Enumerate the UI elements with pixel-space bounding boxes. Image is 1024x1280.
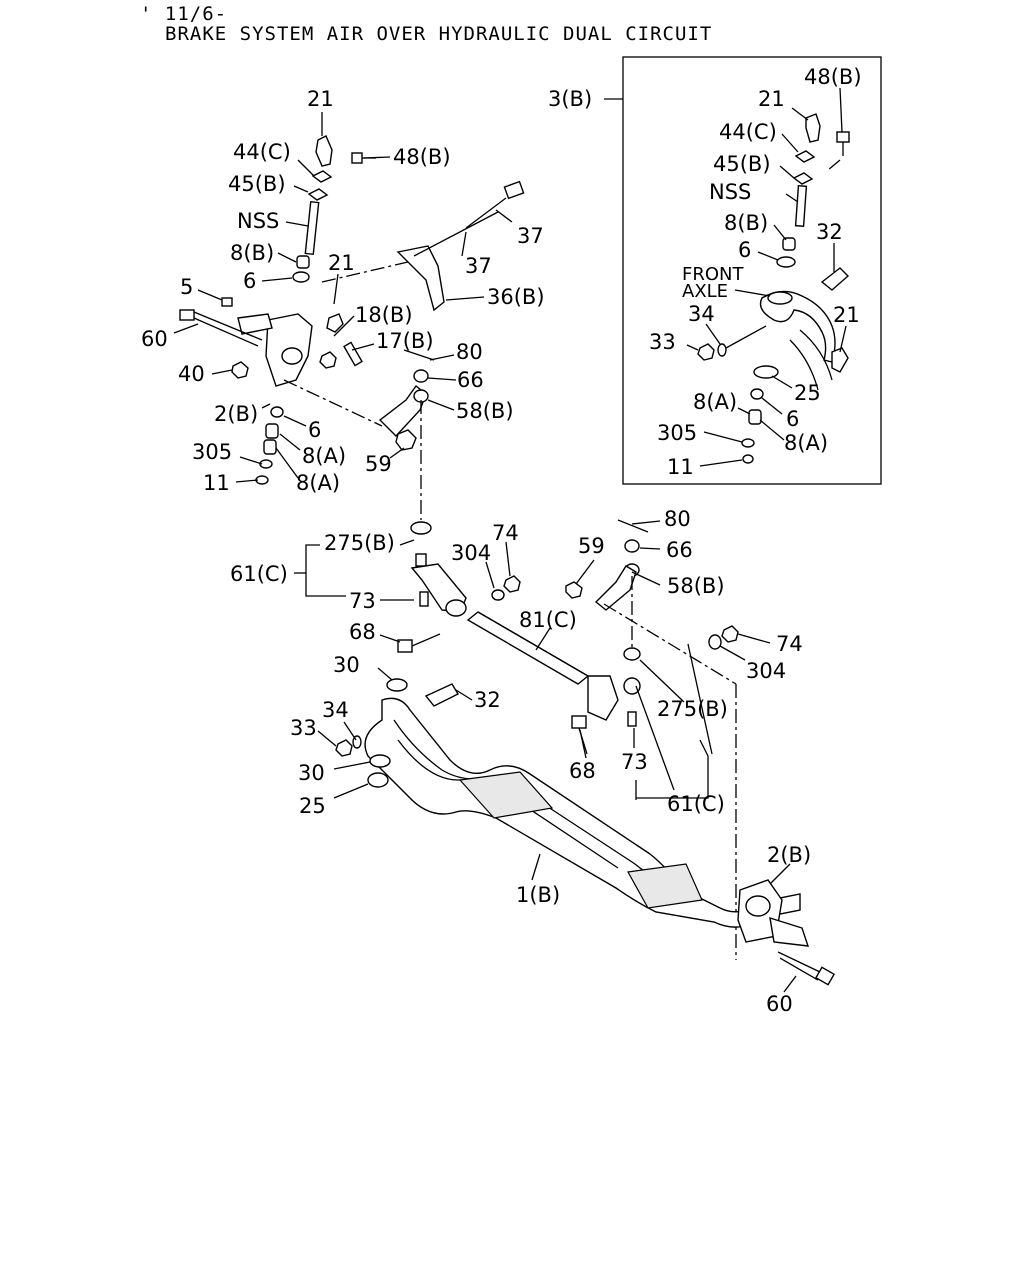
callout-45b: 45(B) <box>228 172 286 196</box>
callout-44c: 44(C) <box>233 140 291 164</box>
callout-nss: NSS <box>237 209 279 233</box>
diagram-title: BRAKE SYSTEM AIR OVER HYDRAULIC DUAL CIR… <box>165 23 712 45</box>
callout-58b-right: 58(B) <box>667 574 725 598</box>
callout-59-right: 59 <box>578 534 605 558</box>
callout-66-top: 66 <box>457 368 484 392</box>
callout-304-left: 304 <box>451 541 491 565</box>
callout-2b-top: 2(B) <box>214 402 258 426</box>
inset-callout-8a-lower: 8(A) <box>784 431 828 455</box>
inset-callout-nss: NSS <box>709 180 751 204</box>
inset-callout-11: 11 <box>667 455 694 479</box>
callout-48b: 48(B) <box>393 145 451 169</box>
callout-6-upper: 6 <box>243 269 256 293</box>
inset-callout-6-upper: 6 <box>738 238 751 262</box>
callout-11: 11 <box>203 471 230 495</box>
inset-parts-drawing <box>697 113 850 464</box>
inset-callout-21-upper: 21 <box>758 87 785 111</box>
inset-callout-48b: 48(B) <box>804 65 862 89</box>
callout-80-right: 80 <box>664 507 691 531</box>
inset-callout-45b: 45(B) <box>713 152 771 176</box>
callout-17b: 17(B) <box>376 329 434 353</box>
inset-callout-32: 32 <box>816 220 843 244</box>
callout-18b: 18(B) <box>355 303 413 327</box>
inset-callout-34: 34 <box>688 302 715 326</box>
callout-60-top: 60 <box>141 327 168 351</box>
inset-note-front: FRONT <box>682 264 744 285</box>
callout-6-lower: 6 <box>308 418 321 442</box>
callout-73-left: 73 <box>349 589 376 613</box>
callout-68-left: 68 <box>349 620 376 644</box>
inset-leaders <box>686 87 847 467</box>
main-leaders <box>173 112 797 993</box>
callout-81c: 81(C) <box>519 608 577 632</box>
callout-80-top: 80 <box>456 340 483 364</box>
callout-21-mid: 21 <box>328 251 355 275</box>
inset-callout-33: 33 <box>649 330 676 354</box>
inset-callout-6-lower: 6 <box>786 407 799 431</box>
callout-34: 34 <box>322 698 349 722</box>
callout-21-top: 21 <box>307 87 334 111</box>
callout-8a-lower: 8(A) <box>296 471 340 495</box>
inset-callout-8b: 8(B) <box>724 211 768 235</box>
callout-40: 40 <box>178 362 205 386</box>
callout-30-lower: 30 <box>298 761 325 785</box>
inset-note-axle: AXLE <box>682 281 728 302</box>
callout-36b: 36(B) <box>487 285 545 309</box>
callout-37-upper: 37 <box>517 224 544 248</box>
callout-68-right: 68 <box>569 759 596 783</box>
inset-callout-44c: 44(C) <box>719 120 777 144</box>
callout-32: 32 <box>474 688 501 712</box>
callout-8b: 8(B) <box>230 241 274 265</box>
inset-callout-305: 305 <box>657 421 697 445</box>
callout-33: 33 <box>290 716 317 740</box>
callout-305: 305 <box>192 440 232 464</box>
main-parts-drawing <box>179 135 836 986</box>
callout-73-right: 73 <box>621 750 648 774</box>
callout-74-left: 74 <box>492 521 519 545</box>
callout-1b: 1(B) <box>516 883 560 907</box>
callout-61c-right: 61(C) <box>667 792 725 816</box>
callout-30-upper: 30 <box>333 653 360 677</box>
callout-275b-right: 275(B) <box>657 697 728 721</box>
callout-60-bottom: 60 <box>766 992 793 1016</box>
inset-callout-25: 25 <box>794 381 821 405</box>
callout-8a-upper: 8(A) <box>302 444 346 468</box>
callout-66-right: 66 <box>666 538 693 562</box>
callout-25: 25 <box>299 794 326 818</box>
inset-callout-21-lower: 21 <box>833 303 860 327</box>
diagram-code: ' 11/6- <box>140 3 227 25</box>
callout-61c-left: 61(C) <box>230 562 288 586</box>
callout-58b-top: 58(B) <box>456 399 514 423</box>
inset-panel: 3(B) <box>548 56 882 485</box>
callout-37-lower: 37 <box>465 254 492 278</box>
inset-callout-8a-upper: 8(A) <box>693 390 737 414</box>
inset-ref-label: 3(B) <box>548 87 592 111</box>
callout-304-right: 304 <box>746 659 786 683</box>
callout-275b-left: 275(B) <box>324 531 395 555</box>
callout-74-right: 74 <box>776 632 803 656</box>
callout-5: 5 <box>180 275 193 299</box>
callout-2b-bottom: 2(B) <box>767 843 811 867</box>
callout-59-top: 59 <box>365 452 392 476</box>
